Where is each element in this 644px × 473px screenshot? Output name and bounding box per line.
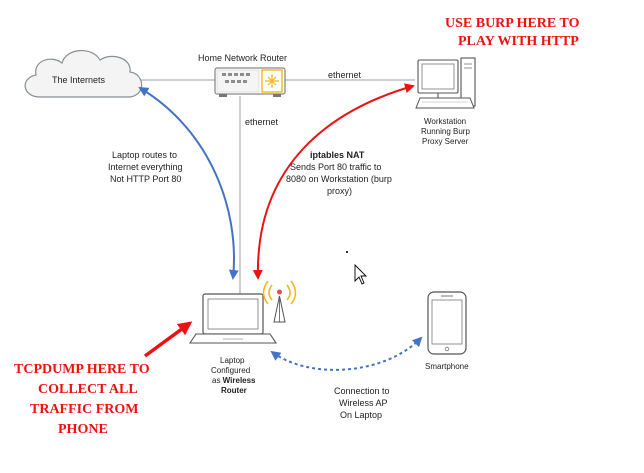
internet-label: The Internets bbox=[52, 75, 106, 85]
tcpdump-note-line4: PHONE bbox=[58, 422, 108, 437]
workstation-label-line3: Proxy Server bbox=[422, 137, 469, 146]
iptables-title: iptables NAT bbox=[310, 150, 365, 160]
laptop-label-wireless: Wireless bbox=[223, 376, 256, 385]
workstation-icon bbox=[415, 57, 476, 109]
iptables-line1: Sends Port 80 traffic to bbox=[290, 162, 381, 172]
laptop-label-prefix: as bbox=[212, 376, 223, 385]
stray-dot bbox=[346, 251, 348, 253]
smartphone-label: Smartphone bbox=[425, 362, 469, 371]
connection-line2: Wireless AP bbox=[339, 398, 388, 408]
laptop-label-line1: Laptop bbox=[220, 356, 245, 365]
laptop-label-line3: as Wireless bbox=[212, 376, 256, 385]
laptop-routes-line2: Internet everything bbox=[108, 162, 183, 172]
tcpdump-note-line2: COLLECT ALL bbox=[38, 382, 138, 397]
tcpdump-arrow bbox=[143, 321, 193, 358]
tcpdump-note-line3: TRAFFIC FROM bbox=[30, 402, 139, 417]
laptop-icon bbox=[188, 293, 278, 344]
red-nat-arrow bbox=[252, 83, 415, 280]
laptop-label-line4: Router bbox=[221, 386, 247, 395]
wireless-connection-arrow bbox=[270, 336, 423, 371]
link-label-router-workstation: ethernet bbox=[328, 70, 362, 80]
blue-route-arrow bbox=[138, 86, 239, 280]
smartphone-icon bbox=[427, 291, 467, 355]
router-label: Home Network Router bbox=[198, 53, 287, 63]
tcpdump-note-line1: TCPDUMP HERE TO bbox=[14, 362, 150, 377]
connection-line3: On Laptop bbox=[340, 410, 382, 420]
router-icon bbox=[214, 67, 286, 97]
laptop-label-line2: Configured bbox=[211, 366, 250, 375]
laptop-routes-line1: Laptop routes to bbox=[112, 150, 177, 160]
workstation-label-line1: Workstation bbox=[424, 117, 466, 126]
burp-note-line1: USE BURP HERE TO bbox=[445, 16, 580, 31]
wireless-antenna-icon bbox=[262, 280, 297, 323]
cloud-icon bbox=[24, 50, 143, 98]
burp-note-line2: PLAY WITH HTTP bbox=[458, 34, 579, 49]
workstation-label-line2: Running Burp bbox=[421, 127, 470, 136]
iptables-line2: 8080 on Workstation (burp bbox=[286, 174, 392, 184]
connection-line1: Connection to bbox=[334, 386, 390, 396]
iptables-line3: proxy) bbox=[327, 186, 352, 196]
laptop-routes-line3: Not HTTP Port 80 bbox=[110, 174, 181, 184]
mouse-cursor-icon bbox=[354, 263, 368, 285]
link-label-router-laptop: ethernet bbox=[245, 117, 279, 127]
